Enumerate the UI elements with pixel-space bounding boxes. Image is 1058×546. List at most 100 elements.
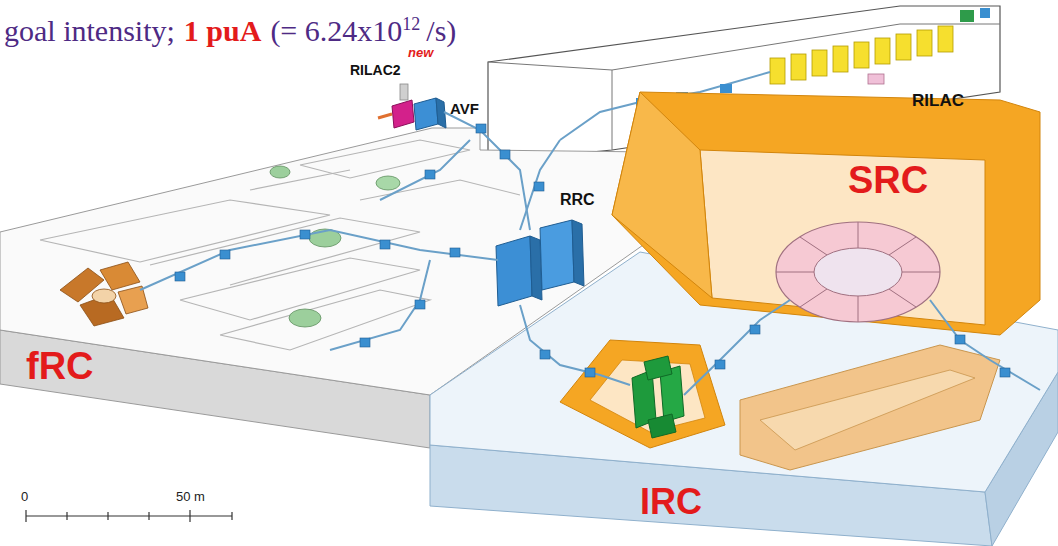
beamlines: [520, 140, 560, 230]
src-shield: [700, 150, 985, 325]
rrc-cyclotron: [496, 236, 532, 306]
irc-magnets: [644, 356, 672, 380]
room-partitions: [220, 290, 430, 350]
frc-cyclotron: [60, 262, 148, 326]
rilac2-injector: [392, 100, 414, 128]
beamlines: [444, 112, 530, 230]
cyclotron-name: fRC: [26, 346, 94, 388]
src-ring: [776, 272, 814, 273]
beamlines: [140, 112, 1040, 395]
src-ring: [858, 296, 859, 322]
src-ring: [776, 222, 940, 322]
scale-bar: [25, 510, 26, 522]
scale-bar: [148, 512, 149, 520]
beamline-magnets: [500, 150, 510, 159]
headline-text: /s): [426, 14, 456, 47]
rilac-cavities: [812, 50, 827, 76]
beamline-magnets: [175, 272, 185, 281]
irc-magnets: [648, 414, 676, 438]
src-shield: [612, 92, 1040, 335]
rrc-cyclotron: [496, 220, 584, 306]
beamline-magnets: [175, 124, 1010, 377]
scale-bar: [66, 512, 67, 520]
beamline-magnets: [360, 338, 370, 347]
facility-name: RILAC: [912, 92, 964, 111]
rilac2-injector: [378, 84, 414, 128]
rilac-cavities: [938, 26, 953, 52]
headline-text: goal intensity;: [4, 14, 175, 47]
rilac-cavities: [875, 38, 890, 64]
rilac-equipment: [720, 84, 732, 93]
beamline-magnets: [715, 360, 725, 369]
beamline-magnets: [450, 248, 460, 257]
rrc-cyclotron: [540, 220, 574, 290]
scale-bar: [26, 515, 232, 516]
rilac-cavities: [791, 54, 806, 80]
facility-name: RILAC2: [350, 63, 401, 78]
beamline-magnets: [425, 170, 435, 179]
scale-bar: [107, 512, 108, 520]
irc-magnets: [632, 356, 684, 438]
beamline-magnets: [380, 240, 390, 249]
room-partitions: [250, 170, 350, 190]
beamline-magnets: [540, 350, 550, 359]
frc-cyclotron: [118, 286, 148, 314]
beamline-magnets: [220, 250, 230, 259]
beamline-magnets: [415, 300, 425, 309]
src-ring: [776, 222, 940, 322]
scale-bar: [26, 510, 232, 522]
rilac-cavities: [917, 30, 932, 56]
experimental-devices: [376, 176, 400, 190]
beamlines: [140, 230, 498, 290]
beamlines: [684, 300, 790, 395]
experimental-devices: [270, 166, 400, 327]
beamline-magnets: [476, 124, 486, 133]
beamlines: [930, 300, 1040, 390]
src-ring: [776, 222, 940, 322]
new-tag: new: [408, 46, 433, 60]
src-ring: [858, 222, 859, 248]
intensity-value: 1 puA: [184, 14, 262, 47]
scale-number: 0: [21, 490, 28, 504]
avf-cyclotron: [414, 98, 438, 130]
cyclotron-name: SRC: [848, 160, 928, 202]
src-ring: [902, 272, 940, 273]
exponent: 12: [402, 14, 420, 34]
cyclotron-name: IRC: [640, 482, 702, 522]
rrc-cyclotron: [572, 220, 584, 286]
beamline-magnets: [585, 368, 595, 377]
irc-shield: [560, 340, 725, 448]
rilac2-injector: [378, 114, 392, 118]
beamline-magnets: [1000, 368, 1010, 377]
rilac-cavities: [770, 58, 785, 84]
rilac-cavities: [854, 42, 869, 68]
scale-bar: [189, 510, 190, 522]
intensity-headline: goal intensity;1 puA(= 6.24x1012/s): [4, 6, 456, 49]
beamline-magnets: [300, 230, 310, 239]
beamlines: [520, 305, 630, 385]
rilac2-injector: [400, 84, 408, 100]
src-ring: [814, 248, 902, 296]
rilac-cavities: [833, 46, 848, 72]
scale-bar: [231, 512, 232, 520]
rilac-cavities: [770, 26, 953, 84]
beamline-magnets: [534, 182, 544, 191]
src-ring: [800, 237, 827, 255]
scale-number: 50 m: [176, 490, 205, 504]
rilac-building: [488, 62, 612, 70]
avf-cyclotron: [414, 98, 446, 130]
experimental-devices: [289, 309, 321, 327]
src-shield: [612, 92, 712, 298]
src-shield: [612, 92, 1040, 335]
beamline-magnets: [750, 325, 760, 334]
room-partitions: [300, 140, 470, 178]
room-partitions: [40, 140, 520, 350]
beamlines: [380, 140, 470, 200]
experimental-devices: [270, 166, 290, 178]
facility-name: AVF: [450, 101, 479, 118]
fragment-separator: [740, 345, 1000, 470]
irc-shield: [560, 340, 725, 448]
src-ring: [889, 289, 916, 307]
